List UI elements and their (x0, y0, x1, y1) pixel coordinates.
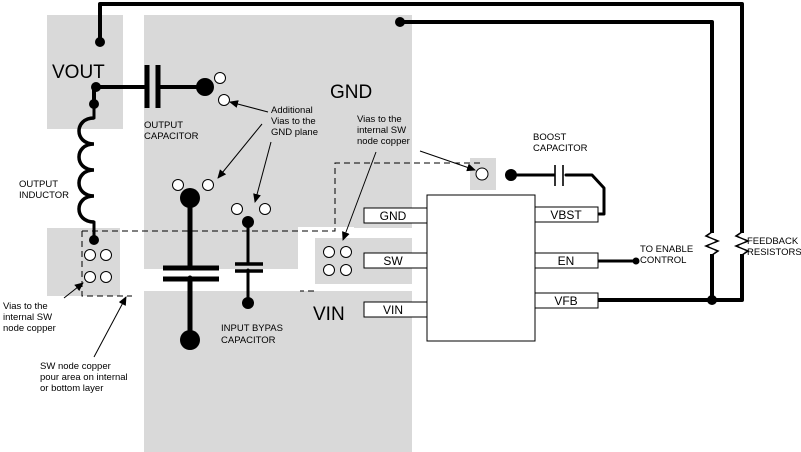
to-enable-label-1: TO ENABLE (640, 244, 693, 255)
output-capacitor-label-2: CAPACITOR (144, 131, 199, 142)
output-capacitor-label-1: OUTPUT (144, 120, 183, 131)
sw-pour-label-2: pour area on internal (40, 372, 128, 383)
to-enable-label-2: CONTROL (640, 255, 686, 266)
additional-vias-label-3: GND plane (271, 127, 318, 138)
pin-vbst-label: VBST (550, 208, 582, 222)
gnd-copper-lower (144, 227, 298, 269)
sw-copper-left (47, 228, 120, 296)
feedback-label-1: FEEDBACK (747, 236, 799, 247)
output-inductor-label-2: INDUCTOR (19, 190, 69, 201)
sw-pour-label-1: SW node copper (40, 361, 111, 372)
input-capacitor-small-symbol (235, 262, 263, 273)
feedback-label-2: RESISTORS (747, 247, 801, 258)
pin-vfb (534, 292, 599, 309)
pin-sw (363, 252, 428, 269)
ic-package: GND SW VIN VBST EN VFB (363, 194, 599, 342)
vias-sw-left-label-1: Vias to the (3, 301, 48, 312)
pin-vfb-label: VFB (554, 294, 577, 308)
additional-vias-label-2: Vias to the (271, 116, 316, 127)
vout-copper-area (47, 15, 123, 129)
input-bypass-label-1: INPUT BYPAS (221, 323, 283, 334)
output-inductor-symbol (77, 116, 95, 224)
vias-sw-top-label-1: Vias to the (357, 114, 402, 125)
vias-sw-left-label-3: node copper (3, 323, 56, 334)
solder-pads (89, 17, 717, 350)
gnd-label: GND (330, 82, 372, 103)
pin-gnd-label: GND (380, 209, 407, 223)
additional-vias-label-1: Additional (271, 105, 313, 116)
boost-capacitor-label-2: CAPACITOR (533, 143, 588, 154)
boost-capacitor-symbol (554, 165, 564, 186)
boost-capacitor-label-1: BOOST (533, 132, 566, 143)
output-inductor-label-1: OUTPUT (19, 179, 58, 190)
pin-sw-label: SW (383, 254, 403, 268)
vout-label: VOUT (52, 62, 105, 83)
vias-sw-left-label-2: internal SW (3, 312, 52, 323)
output-capacitor-symbol (144, 65, 161, 108)
pin-vin-label: VIN (383, 303, 403, 317)
pin-en-label: EN (558, 254, 575, 268)
vias-sw-top-label-3: node copper (357, 136, 410, 147)
input-bypass-label-2: CAPACITOR (221, 335, 276, 346)
input-capacitor-large-symbol (163, 265, 219, 282)
sw-pour-label-3: or bottom layer (40, 383, 103, 394)
pin-gnd (363, 207, 428, 224)
vias (84, 72, 489, 283)
pin-vin (363, 301, 428, 318)
annotation-arrows (63, 100, 476, 358)
vias-sw-top-label-2: internal SW (357, 125, 406, 136)
vin-label: VIN (313, 304, 345, 325)
sw-node-copper-outline (81, 162, 482, 297)
pin-vbst (534, 206, 599, 223)
pin-en (534, 252, 599, 269)
